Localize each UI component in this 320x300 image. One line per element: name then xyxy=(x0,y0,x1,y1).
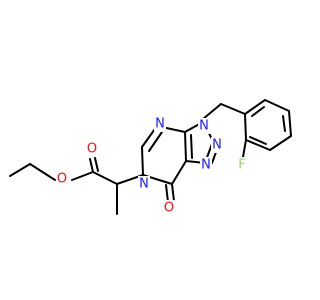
atom-label-n-triazole-low: N xyxy=(201,158,211,173)
bond-aryl-f xyxy=(242,139,247,158)
bond-aryl-inner-c xyxy=(249,136,267,145)
atom-label-f: F xyxy=(238,158,245,173)
bond-carbonyl-alpha xyxy=(92,171,118,185)
bond-aryl-inner-a xyxy=(251,106,265,117)
bond-ethyl-ch3-ch2 xyxy=(9,163,31,177)
bond-c3a-c7a-inner xyxy=(190,134,193,159)
bond-aryl-inner-b xyxy=(282,115,286,132)
structure-canvas: O O N N N N N O F xyxy=(9,99,292,216)
label-bg-o-carbonyl xyxy=(86,141,98,157)
label-bg-n-triazole-mid xyxy=(211,137,223,153)
atom-label-n-triazole-top: N xyxy=(199,119,209,134)
label-bg-n-ring-top xyxy=(154,116,166,132)
label-bg-f xyxy=(236,157,248,173)
bond-ester-c-o-double-b xyxy=(94,157,99,172)
label-bg-n-triazole-top xyxy=(198,118,210,134)
bond-ethyl-ch2-o xyxy=(29,163,56,181)
label-bg-o-ketone xyxy=(163,200,175,216)
bond-ketone-b xyxy=(165,184,169,203)
label-bg-n-ring-low xyxy=(138,176,150,192)
bond-o-carbonyl-carbon xyxy=(71,171,94,181)
bond-aryl-3-4 xyxy=(288,110,292,137)
bond-aryl-1-2 xyxy=(244,99,266,115)
atom-label-o-ether: O xyxy=(57,172,67,187)
bond-ch-n-top-b xyxy=(148,131,163,152)
atom-label-o-ketone: O xyxy=(164,201,174,216)
bond-n3-ch2 xyxy=(202,103,222,120)
bond-aryl-2-3 xyxy=(264,99,290,112)
bond-ch2-ring xyxy=(220,103,246,115)
atom-label-n-triazole-mid: N xyxy=(212,138,222,153)
bond-ketone-a xyxy=(171,183,175,202)
bond-aryl-6-1 xyxy=(244,113,247,141)
atom-label-layer: O O N N N N N O F xyxy=(57,117,246,216)
label-bg-o-ether xyxy=(56,171,68,187)
bond-aryl-5-6 xyxy=(245,139,271,151)
bond-c7a-carbonyl xyxy=(171,160,187,185)
bond-n-ch xyxy=(141,146,144,176)
bond-aryl-4-5 xyxy=(269,135,292,151)
molecule-diagram: O O N N N N N O F xyxy=(9,99,292,216)
atom-label-n-pyrimidine-top: N xyxy=(155,117,165,132)
atom-label-n-pyrimidine-sub: N xyxy=(139,177,149,192)
label-bg-n-triazole-low xyxy=(200,157,212,173)
label-background-layer xyxy=(56,116,248,216)
bond-c3a-c7a xyxy=(184,131,187,162)
bond-ester-c-o-double-a xyxy=(89,158,94,173)
atom-label-o-carbonyl: O xyxy=(87,142,97,157)
